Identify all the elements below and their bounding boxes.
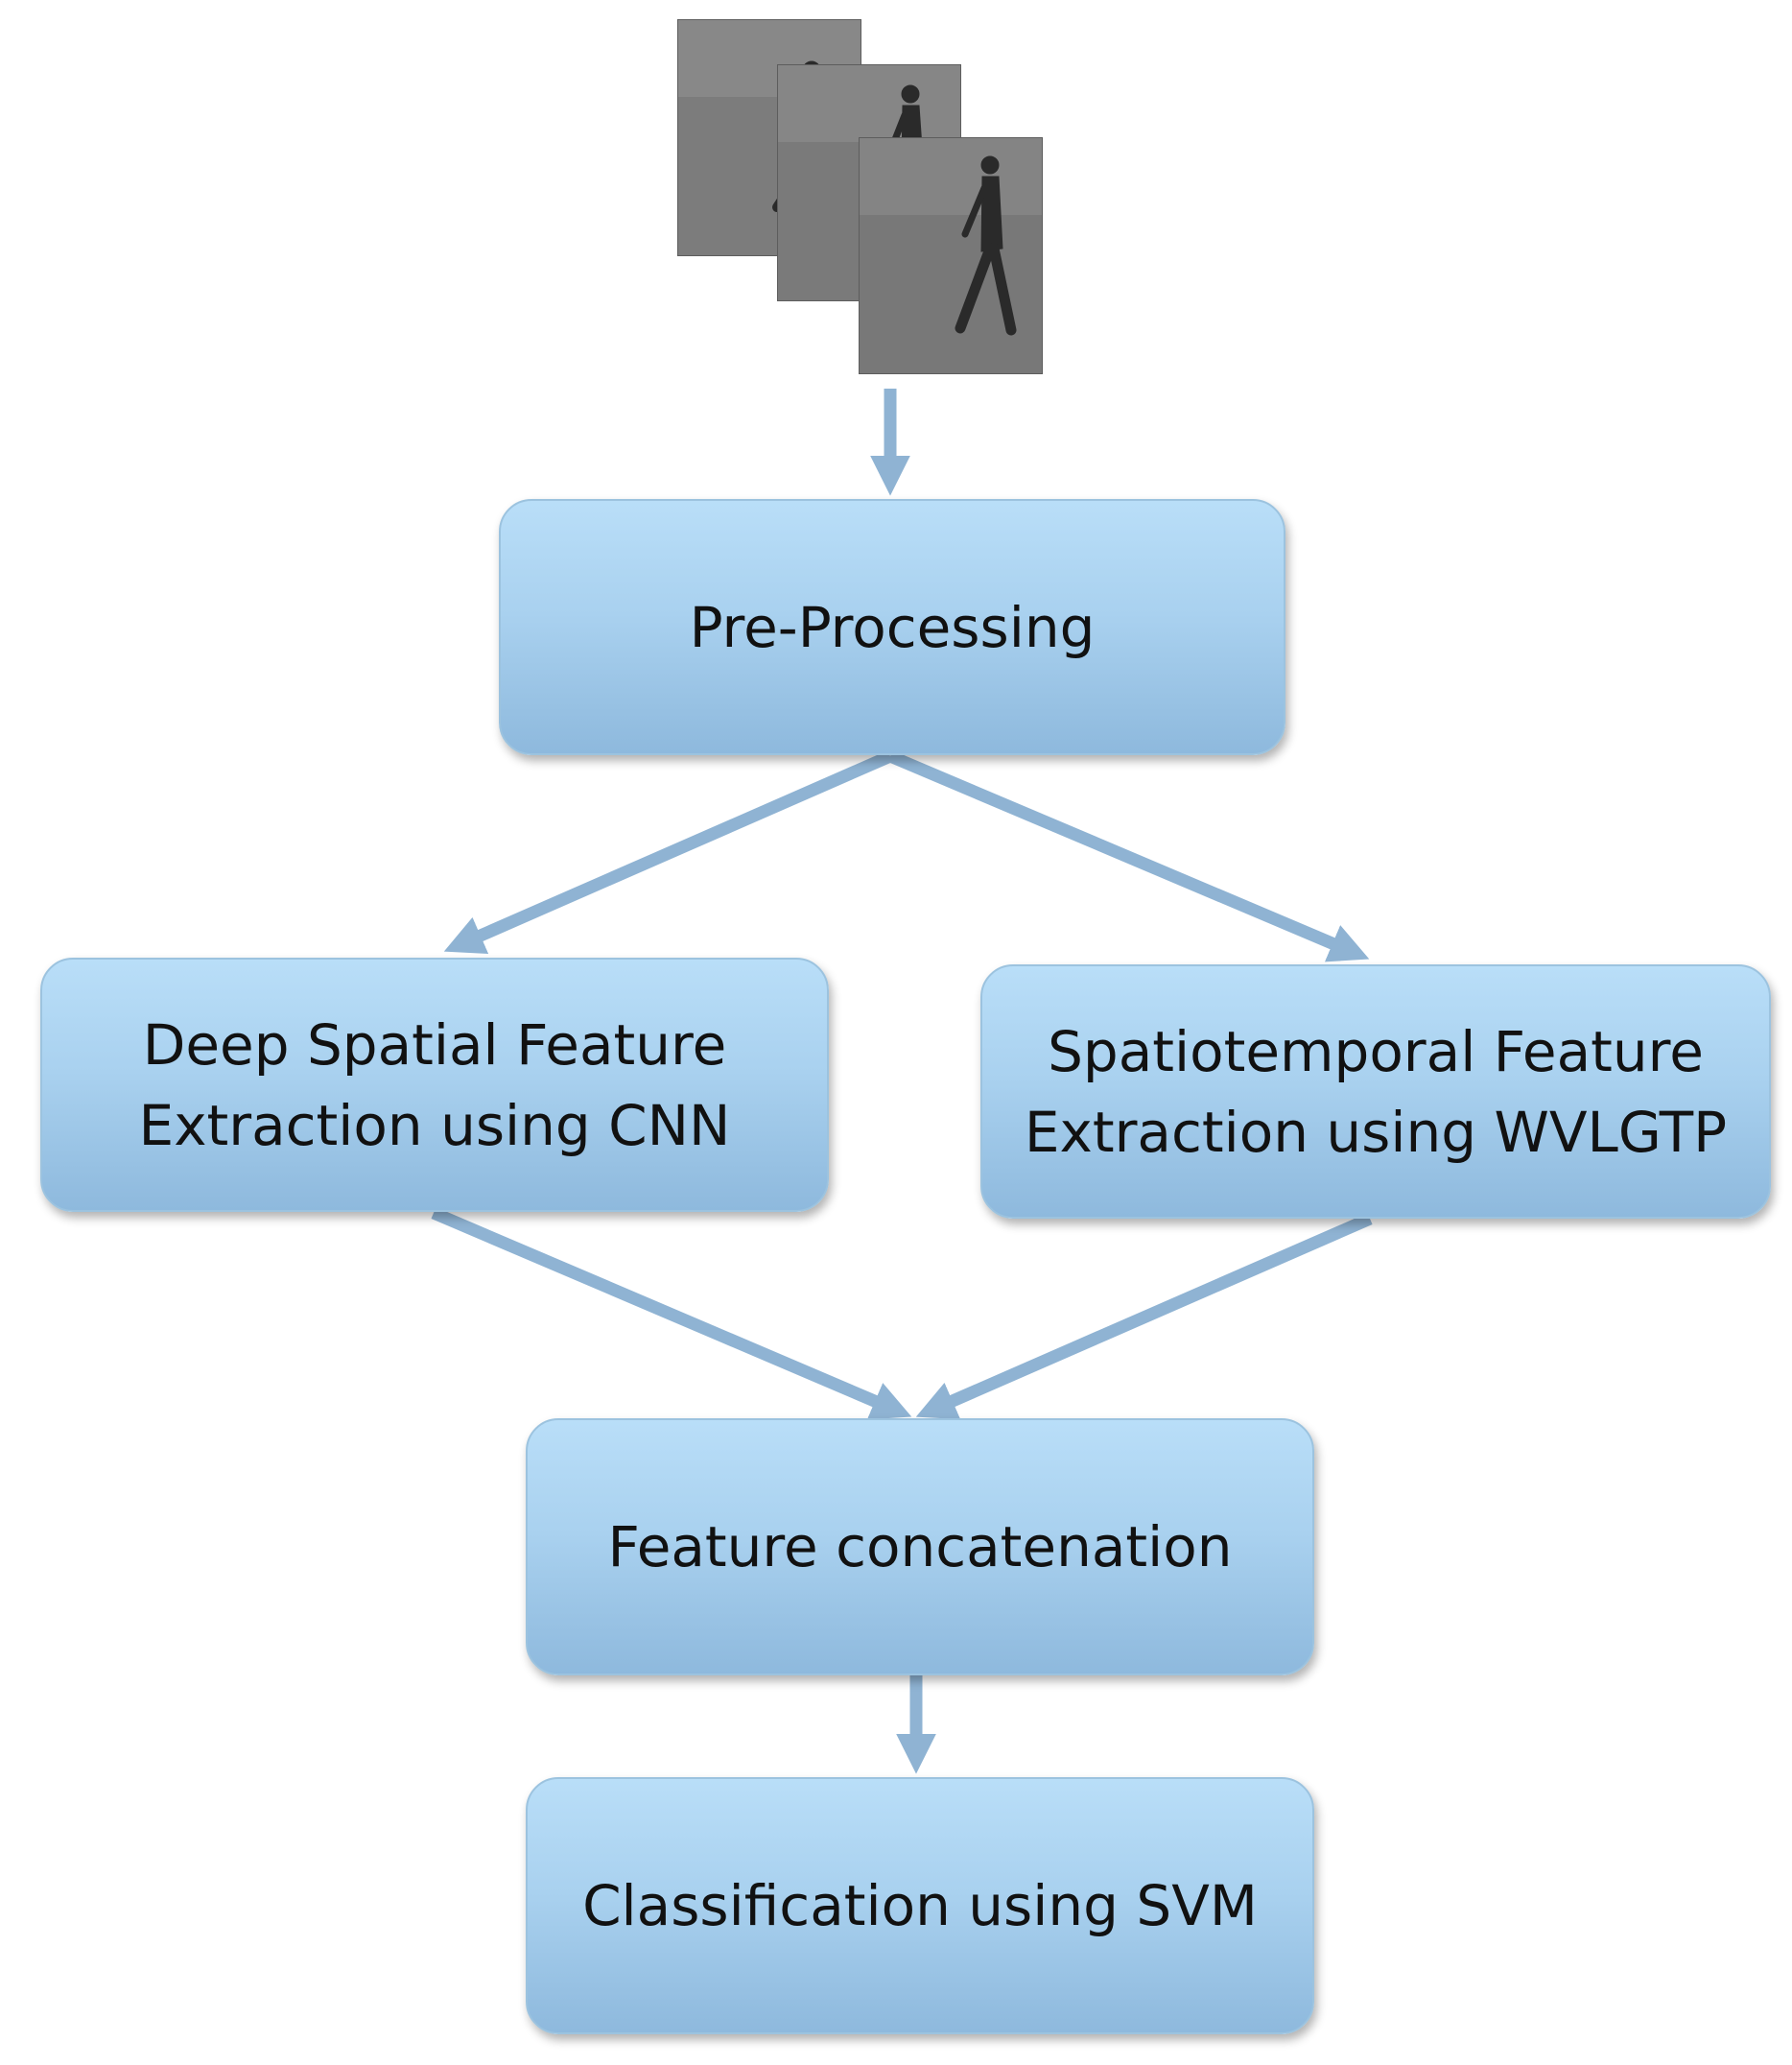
arrow-wvlgtp-to-concat bbox=[915, 1213, 1373, 1420]
cnn-feature-box: Deep Spatial Feature Extraction using CN… bbox=[40, 958, 829, 1212]
svm-classification-label: Classification using SVM bbox=[582, 1873, 1258, 1938]
wvlgtp-feature-label-line1: Spatiotemporal Feature bbox=[1048, 1018, 1704, 1084]
arrow-preprocessing-to-cnn bbox=[443, 750, 893, 955]
wvlgtp-feature-label-line2: Extraction using WVLGTP bbox=[1024, 1099, 1728, 1165]
walking-person-icon bbox=[860, 138, 1042, 373]
feature-concatenation-label: Feature concatenation bbox=[607, 1514, 1233, 1579]
arrow-cnn-to-concat bbox=[431, 1207, 912, 1420]
cnn-feature-label-line2: Extraction using CNN bbox=[138, 1092, 731, 1158]
preprocessing-box: Pre-Processing bbox=[499, 499, 1285, 755]
wvlgtp-feature-box: Spatiotemporal Feature Extraction using … bbox=[980, 964, 1771, 1219]
cnn-feature-label-line1: Deep Spatial Feature bbox=[142, 1011, 727, 1078]
walking-person-frame-3 bbox=[859, 137, 1043, 374]
arrow-preprocessing-to-wvlgtp bbox=[887, 750, 1370, 962]
feature-concatenation-box: Feature concatenation bbox=[526, 1418, 1314, 1675]
svm-classification-box: Classification using SVM bbox=[526, 1777, 1314, 2034]
preprocessing-label: Pre-Processing bbox=[689, 594, 1096, 660]
